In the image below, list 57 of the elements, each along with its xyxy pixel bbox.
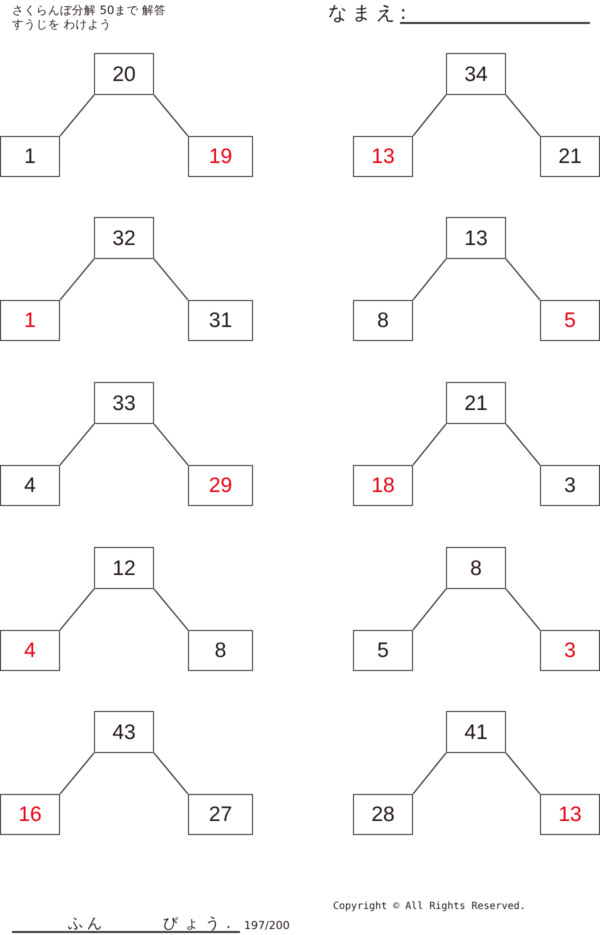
number-box: 33 [94, 382, 154, 424]
connector-line [60, 588, 94, 630]
number-box: 1 [0, 300, 60, 341]
connector-line [412, 752, 446, 794]
number-box: 28 [353, 794, 413, 835]
number-box: 27 [188, 794, 253, 835]
number-box: 12 [94, 547, 154, 589]
connector-line [412, 424, 446, 466]
minutes-label: ふん [68, 916, 106, 931]
number-box: 13 [353, 136, 413, 177]
subtitle: すうじを わけよう [12, 19, 112, 30]
worksheet-title: さくらんぼ分解 50まで 解答 [12, 5, 166, 16]
connector-line [506, 588, 540, 630]
number-box: 41 [446, 711, 506, 753]
number-box: 16 [0, 794, 60, 835]
number-box: 34 [446, 53, 506, 95]
number-box: 1 [0, 136, 60, 177]
connector-line [506, 752, 540, 794]
number-box: 21 [446, 382, 506, 424]
number-box: 4 [0, 465, 60, 506]
connector-line [154, 752, 188, 794]
connector-line [506, 424, 540, 466]
connector-line [506, 94, 540, 136]
seconds-label: びょう. [163, 916, 237, 931]
number-box: 19 [188, 136, 253, 177]
connector-line [154, 94, 188, 136]
number-box: 32 [94, 217, 154, 259]
connector-line [412, 588, 446, 630]
number-box: 21 [540, 136, 600, 177]
connector-line [154, 588, 188, 630]
number-box: 43 [94, 711, 154, 753]
number-box: 29 [188, 465, 253, 506]
number-box: 18 [353, 465, 413, 506]
number-box: 13 [446, 217, 506, 259]
number-box: 3 [540, 630, 600, 671]
connector-line [60, 424, 94, 466]
connector-line [412, 258, 446, 300]
connector-line [60, 752, 94, 794]
connector-line [154, 424, 188, 466]
number-box: 3 [540, 465, 600, 506]
connector-line [506, 258, 540, 300]
page-number: 197/200 [244, 920, 290, 931]
number-box: 8 [353, 300, 413, 341]
number-box: 13 [540, 794, 600, 835]
connector-line [60, 94, 94, 136]
number-box: 4 [0, 630, 60, 671]
number-box: 8 [446, 547, 506, 589]
number-box: 5 [353, 630, 413, 671]
copyright-notice: Copyright © All Rights Reserved. [333, 902, 526, 912]
number-box: 8 [188, 630, 253, 671]
number-box: 5 [540, 300, 600, 341]
number-box: 20 [94, 53, 154, 95]
number-box: 31 [188, 300, 253, 341]
name-label: なまえ: [328, 4, 412, 23]
connector-line [412, 94, 446, 136]
connector-line [60, 258, 94, 300]
connector-line [154, 258, 188, 300]
